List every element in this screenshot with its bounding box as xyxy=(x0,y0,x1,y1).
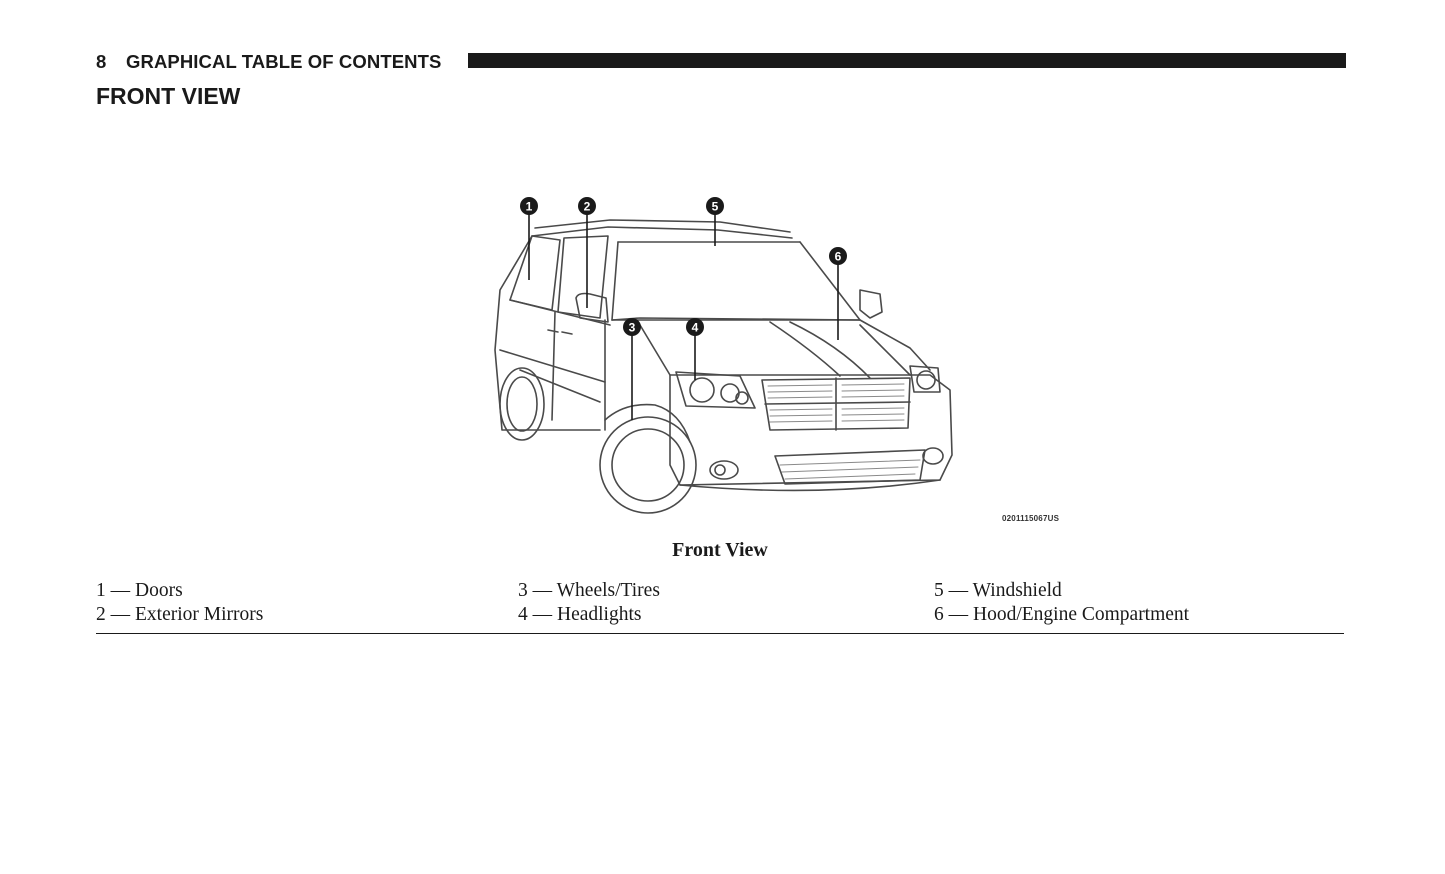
vehicle-front-view-figure: 1 2 3 4 5 6 0201115067US xyxy=(440,180,1080,530)
legend-item-wheels-tires: 3 — Wheels/Tires xyxy=(518,580,660,601)
callout-legend: 1 — Doors 2 — Exterior Mirrors 3 — Wheel… xyxy=(96,579,1344,634)
page-number: 8 xyxy=(96,51,107,72)
figure-caption: Front View xyxy=(672,539,768,561)
callout-3-label: 3 xyxy=(629,321,636,335)
legend-item-doors: 1 — Doors xyxy=(96,580,183,601)
legend-item-windshield: 5 — Windshield xyxy=(934,580,1062,601)
callout-4-label: 4 xyxy=(692,321,699,335)
minivan-illustration: 1 2 3 4 5 6 xyxy=(494,197,953,514)
figure-image-code: 0201115067US xyxy=(1002,514,1060,523)
callout-6-label: 6 xyxy=(835,250,842,264)
callout-2-label: 2 xyxy=(584,200,591,214)
legend-item-headlights: 4 — Headlights xyxy=(518,604,642,625)
legend-item-hood-engine-compartment: 6 — Hood/Engine Compartment xyxy=(934,604,1190,625)
legend-item-exterior-mirrors: 2 — Exterior Mirrors xyxy=(96,604,264,625)
page-heading: FRONT VIEW xyxy=(96,83,241,109)
callout-4-badge xyxy=(686,318,704,336)
callout-5-badge xyxy=(706,197,724,215)
callout-6-badge xyxy=(829,247,847,265)
callout-5-label: 5 xyxy=(712,200,719,214)
legend-column-2: 3 — Wheels/Tires 4 — Headlights xyxy=(518,579,660,627)
callout-1-label: 1 xyxy=(526,200,533,214)
legend-column-1: 1 — Doors 2 — Exterior Mirrors xyxy=(96,579,263,627)
section-title: GRAPHICAL TABLE OF CONTENTS xyxy=(126,51,442,72)
callout-3-badge xyxy=(623,318,641,336)
legend-column-3: 5 — Windshield 6 — Hood/Engine Compartme… xyxy=(934,579,1189,627)
callout-2-badge xyxy=(578,197,596,215)
page-header: 8 GRAPHICAL TABLE OF CONTENTS xyxy=(96,50,1346,72)
callout-1-badge xyxy=(520,197,538,215)
header-rule-bar xyxy=(468,53,1346,68)
